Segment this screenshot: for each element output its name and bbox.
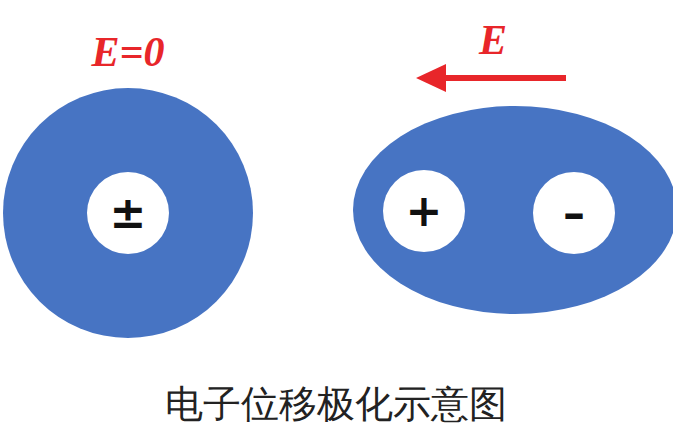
electron-cloud xyxy=(353,106,673,314)
charge-sign: ± xyxy=(110,191,147,235)
field-label: E=0 xyxy=(92,31,165,73)
caption: 电子位移极化示意图 xyxy=(165,384,507,426)
charge-sign: – xyxy=(563,191,585,235)
ion-core: + xyxy=(383,170,465,252)
charge-sign: + xyxy=(406,189,443,233)
field-label: E xyxy=(479,19,507,61)
ion-core: – xyxy=(533,172,615,254)
ion-core: ± xyxy=(87,172,169,254)
electron-cloud xyxy=(3,88,253,338)
arrow-head xyxy=(416,64,446,92)
field-arrow xyxy=(440,75,566,81)
